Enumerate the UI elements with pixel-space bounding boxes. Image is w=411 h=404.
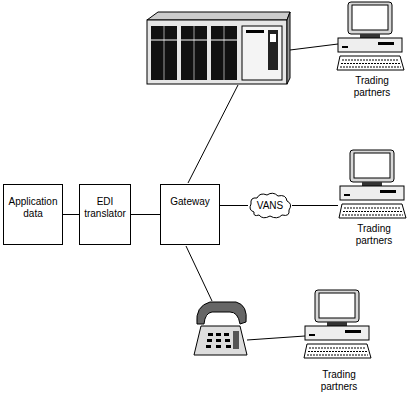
computer-icon	[304, 290, 371, 358]
node-label: Trading partners	[344, 223, 404, 246]
node-label: Trading partners	[342, 75, 402, 98]
computer-node: Trading partners	[336, 0, 408, 100]
connector-line	[131, 214, 160, 215]
telephone-icon	[194, 302, 247, 355]
process-box: Gateway	[160, 184, 220, 245]
connector-line	[63, 214, 79, 215]
connector-line	[220, 205, 248, 206]
mainframe-icon	[147, 12, 290, 84]
node-label: VANS	[257, 200, 284, 212]
computer-node: Trading partners	[338, 150, 410, 248]
wire	[247, 336, 305, 340]
process-box: EDI translator	[79, 184, 131, 245]
node-label: Gateway	[164, 196, 216, 208]
process-box: Application data	[3, 184, 63, 245]
wire	[290, 44, 338, 50]
wire	[186, 246, 212, 301]
wire	[188, 85, 238, 183]
node-label: Trading partners	[309, 369, 369, 392]
computer-icon	[337, 2, 404, 70]
network-cloud: VANS	[248, 192, 292, 219]
computer-node: Trading partners	[303, 290, 375, 394]
connector-line	[292, 205, 338, 206]
computer-icon	[339, 150, 406, 218]
node-label: Application data	[7, 196, 59, 219]
node-label: EDI translator	[83, 196, 127, 219]
